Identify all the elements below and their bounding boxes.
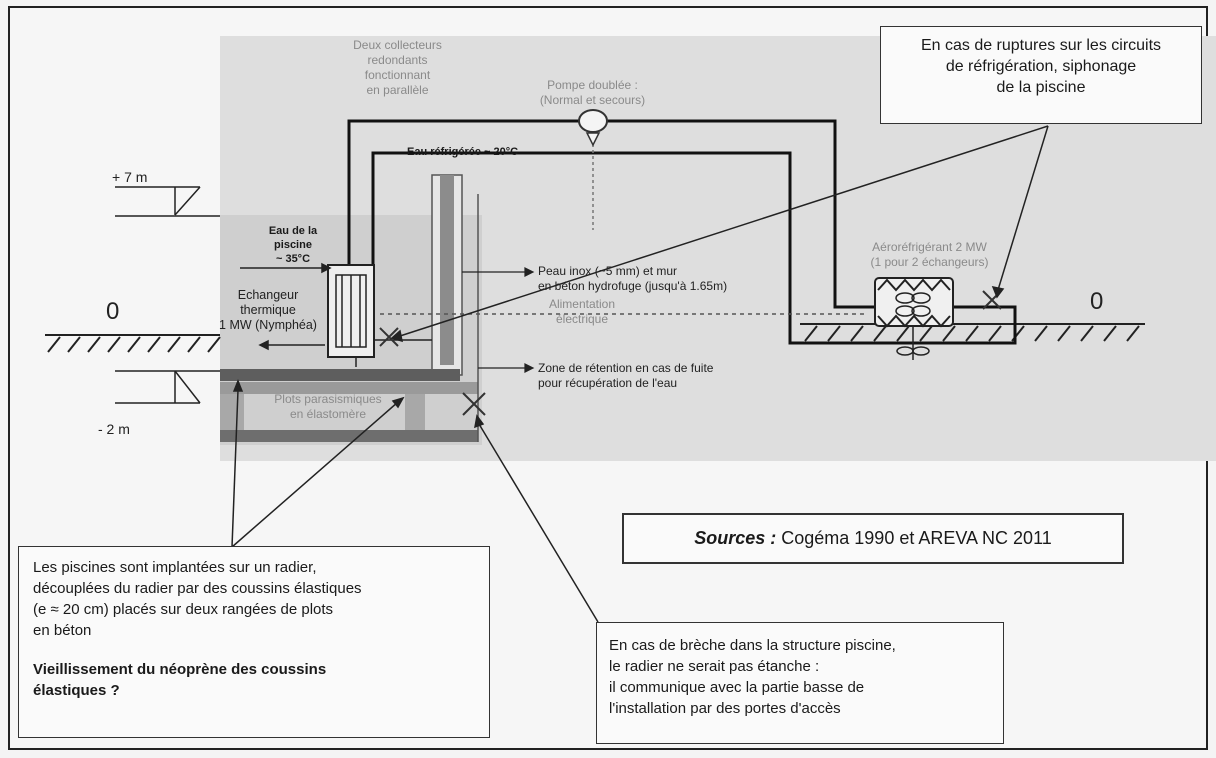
power-label: Alimentation électrique (548, 297, 616, 326)
steel-skin-arrow (462, 267, 535, 277)
radier-slab (220, 382, 478, 394)
radier-callout-text: Les piscines sont implantées sur un radi… (33, 559, 362, 639)
sources-label: Sources : (694, 528, 777, 548)
radier-callout: Les piscines sont implantées sur un radi… (18, 546, 490, 738)
pump-label: Pompe doublée : (Normal et secours) (539, 78, 646, 107)
pool-water-label: Eau de la piscine ~ 35°C (268, 225, 318, 265)
breach-cross (462, 392, 486, 416)
callout-leaders (231, 125, 1049, 623)
pool-floor-slab (220, 369, 460, 381)
level-plus7-label: + 7 m (112, 169, 148, 185)
aging-question: Vieillissement du néoprène des coussins … (33, 661, 327, 699)
steel-skin-label: Peau inox (~5 mm) et mur en béton hydrof… (538, 264, 728, 293)
ground-right (800, 323, 1145, 342)
sources-text: Cogéma 1990 et AREVA NC 2011 (776, 528, 1052, 548)
exchanger-label: Echangeur thermique 1 MW (Nymphéa) (219, 288, 317, 332)
rupture-cross-exchanger (379, 327, 399, 347)
pool-wall (431, 174, 463, 376)
heat-exchanger-symbol (327, 264, 375, 358)
pump-symbol (578, 109, 608, 230)
pad-left (220, 394, 244, 430)
ground-left (45, 334, 221, 353)
pads-label: Plots parasismiques en élastomère (274, 392, 382, 421)
air-cooler-label: Aéroréfrigérant 2 MW (1 pour 2 échangeur… (870, 240, 989, 269)
air-cooler-symbol (874, 277, 954, 360)
level-minus2-label: - 2 m (98, 421, 130, 437)
pad-right (405, 394, 425, 430)
level-zero-right-label: 0 (1090, 288, 1104, 315)
chilled-water-label: Eau réfrigérée ~ 20°C (407, 146, 519, 158)
rupture-callout: En cas de ruptures sur les circuits de r… (880, 26, 1202, 124)
foundation-slab (220, 430, 478, 442)
retention-arrow (478, 363, 535, 373)
pool-water-arrows (240, 262, 332, 351)
sources-box: Sources : Cogéma 1990 et AREVA NC 2011 (622, 513, 1124, 564)
cooling-circuit (347, 119, 1017, 345)
breach-callout: En cas de brèche dans la structure pisci… (596, 622, 1004, 744)
collectors-label: Deux collecteurs redondants fonctionnant… (353, 38, 442, 97)
level-minus2-marker (115, 370, 220, 404)
level-zero-left-label: 0 (106, 298, 120, 325)
level-plus7-marker (115, 186, 220, 217)
retention-label: Zone de rétention en cas de fuite pour r… (538, 361, 714, 390)
